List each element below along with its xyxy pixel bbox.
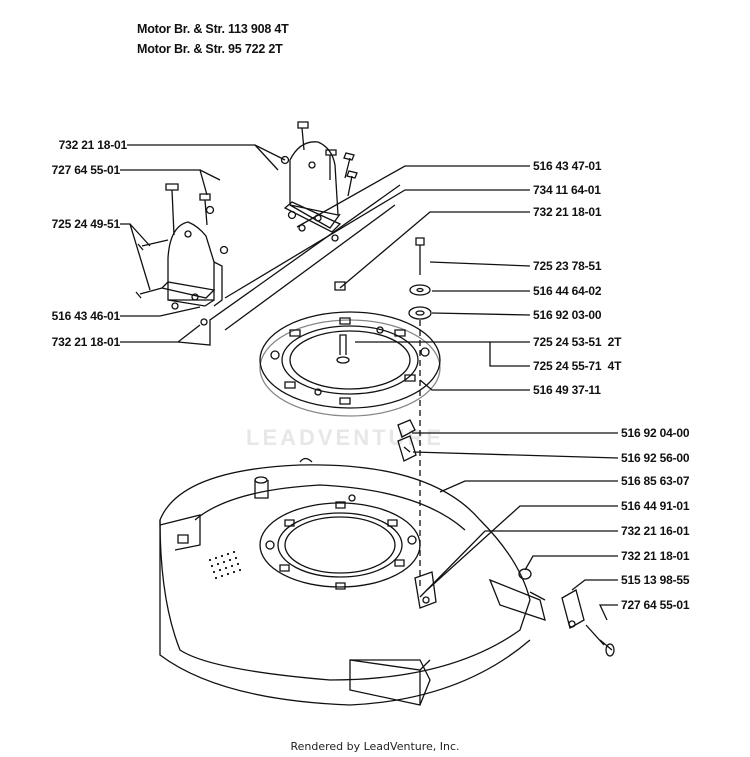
mower-deck xyxy=(160,459,545,706)
leader-line xyxy=(120,170,207,195)
part-label[interactable]: 732 21 16-01 xyxy=(621,524,690,538)
leader-line xyxy=(440,481,618,492)
part-label[interactable]: 725 24 53-51 2T xyxy=(533,335,621,349)
part-label[interactable]: 516 49 37-11 xyxy=(533,383,601,397)
footer-credit: Rendered by LeadVenture, Inc. xyxy=(290,740,460,753)
part-label[interactable]: 732 21 18-01 xyxy=(621,549,690,563)
part-label[interactable]: 516 92 04-00 xyxy=(621,426,690,440)
leader-line xyxy=(430,262,530,266)
part-label[interactable]: 725 23 78-51 xyxy=(533,259,602,273)
part-label[interactable]: 516 43 46-01 xyxy=(51,309,121,323)
leader-line xyxy=(297,166,530,227)
part-label[interactable]: 725 24 49-51 xyxy=(51,217,121,231)
leader-line xyxy=(490,342,530,366)
part-label[interactable]: 516 44 64-02 xyxy=(533,284,602,298)
part-number: 725 24 55-71 xyxy=(533,359,602,373)
diagram-header-line-1: Motor Br. & Str. 113 908 4T xyxy=(137,22,289,36)
right-engine-bracket xyxy=(282,122,358,241)
part-label[interactable]: 515 13 98-55 xyxy=(621,573,690,587)
leader-line xyxy=(255,145,278,170)
part-label[interactable]: 727 64 55-01 xyxy=(621,598,690,612)
part-label[interactable]: 732 21 18-01 xyxy=(58,138,128,152)
part-label[interactable]: 732 21 18-01 xyxy=(533,205,602,219)
part-number: 725 24 53-51 xyxy=(533,335,602,349)
leader-line xyxy=(432,313,530,315)
bolt-stack xyxy=(409,238,431,590)
part-label[interactable]: 734 11 64-01 xyxy=(533,183,601,197)
leader-line xyxy=(420,531,618,597)
part-label[interactable]: 516 44 91-01 xyxy=(621,499,690,513)
leader-line xyxy=(413,452,618,458)
part-variant-note: 2T xyxy=(607,335,622,349)
leader-line xyxy=(572,580,618,590)
leader-line xyxy=(130,224,150,290)
leader-line xyxy=(427,506,618,590)
clip-parts xyxy=(398,420,416,461)
vent-grid xyxy=(208,550,242,580)
leader-line xyxy=(525,556,618,570)
part-label[interactable]: 516 92 56-00 xyxy=(621,451,690,465)
left-engine-bracket xyxy=(136,184,228,325)
part-variant-note: 4T xyxy=(607,359,622,373)
part-label[interactable]: 516 43 47-01 xyxy=(533,159,602,173)
leader-line xyxy=(420,380,530,390)
part-label[interactable]: 732 21 18-01 xyxy=(51,335,121,349)
leader-line xyxy=(120,325,200,342)
part-label[interactable]: 516 92 03-00 xyxy=(533,308,602,322)
engine-deck-edge xyxy=(225,205,395,330)
leader-line xyxy=(600,605,618,620)
adapter-ring-plate xyxy=(260,282,440,416)
leader-line xyxy=(225,190,530,298)
diagram-header-line-2: Motor Br. & Str. 95 722 2T xyxy=(137,42,283,56)
part-label[interactable]: 725 24 55-71 4T xyxy=(533,359,621,373)
leader-line xyxy=(340,212,530,288)
part-label[interactable]: 727 64 55-01 xyxy=(51,163,121,177)
leader-line xyxy=(200,170,220,180)
leader-line xyxy=(120,307,200,316)
engine-deck-edge xyxy=(178,185,400,345)
part-label[interactable]: 516 85 63-07 xyxy=(621,474,690,488)
watermark: LEADVENTURE xyxy=(246,425,445,450)
right-hardware xyxy=(519,569,614,656)
